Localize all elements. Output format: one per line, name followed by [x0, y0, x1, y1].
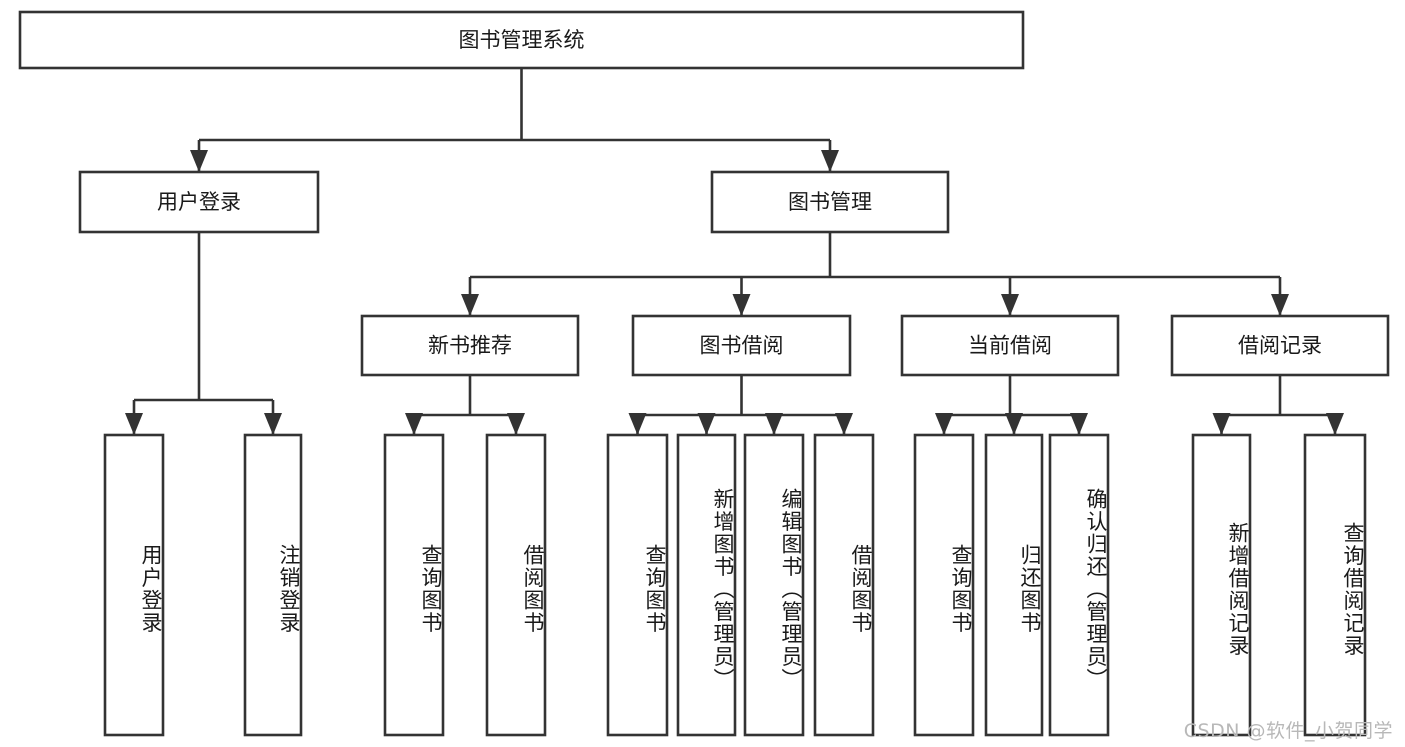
node-leaf-5[interactable] — [676, 433, 737, 737]
arrow-head-icon — [697, 413, 716, 435]
node-root-label: 图书管理系统 — [459, 28, 585, 52]
node-leaf-7[interactable] — [813, 433, 875, 737]
node-level3-2[interactable] — [900, 314, 1120, 377]
node-level3-3[interactable] — [1170, 314, 1390, 377]
node-leaf-9[interactable] — [984, 433, 1044, 737]
node-level2-1[interactable] — [710, 170, 950, 234]
node-level3-label-3: 借阅记录 — [1238, 334, 1322, 358]
node-leaf-0[interactable] — [103, 433, 165, 737]
arrow-head-icon — [821, 150, 839, 172]
node-level3-label-1: 图书借阅 — [700, 334, 784, 358]
connector-lines — [125, 68, 1344, 435]
node-level3-1[interactable] — [631, 314, 852, 377]
node-leaf-4[interactable] — [606, 433, 669, 737]
arrow-head-icon — [628, 413, 647, 435]
node-level2-label-1: 图书管理 — [788, 190, 872, 214]
arrow-head-icon — [405, 413, 423, 435]
node-leaf-12[interactable] — [1303, 433, 1367, 737]
node-boxes — [18, 10, 1390, 737]
arrow-head-icon — [190, 150, 208, 172]
arrow-head-icon — [1005, 413, 1023, 435]
arrow-head-icon — [507, 413, 525, 435]
node-leaf-6[interactable] — [743, 433, 805, 737]
node-level3-0[interactable] — [360, 314, 580, 377]
node-level2-label-0: 用户登录 — [157, 190, 241, 214]
arrow-head-icon — [264, 413, 282, 435]
node-level3-label-2: 当前借阅 — [968, 334, 1052, 358]
arrow-head-icon — [835, 413, 853, 435]
node-leaf-3[interactable] — [485, 433, 547, 737]
arrow-head-icon — [765, 413, 783, 435]
node-leaf-10[interactable] — [1048, 433, 1110, 737]
arrow-head-icon — [1001, 294, 1019, 316]
arrow-head-icon — [1326, 413, 1344, 435]
node-leaf-11[interactable] — [1191, 433, 1252, 737]
node-level2-0[interactable] — [78, 170, 320, 234]
watermark-text: CSDN @软件_小贺同学 — [1183, 720, 1393, 742]
arrow-head-icon — [1271, 294, 1289, 316]
arrow-head-icon — [125, 413, 143, 435]
node-leaf-8[interactable] — [913, 433, 975, 737]
arrow-head-icon — [461, 294, 479, 316]
arrow-head-icon — [732, 294, 751, 316]
node-leaf-2[interactable] — [383, 433, 445, 737]
arrow-head-icon — [1212, 413, 1231, 435]
node-leaf-1[interactable] — [243, 433, 303, 737]
arrow-head-icon — [935, 413, 953, 435]
node-level3-label-0: 新书推荐 — [428, 334, 512, 358]
node-root[interactable] — [18, 10, 1025, 70]
arrow-head-icon — [1070, 413, 1088, 435]
